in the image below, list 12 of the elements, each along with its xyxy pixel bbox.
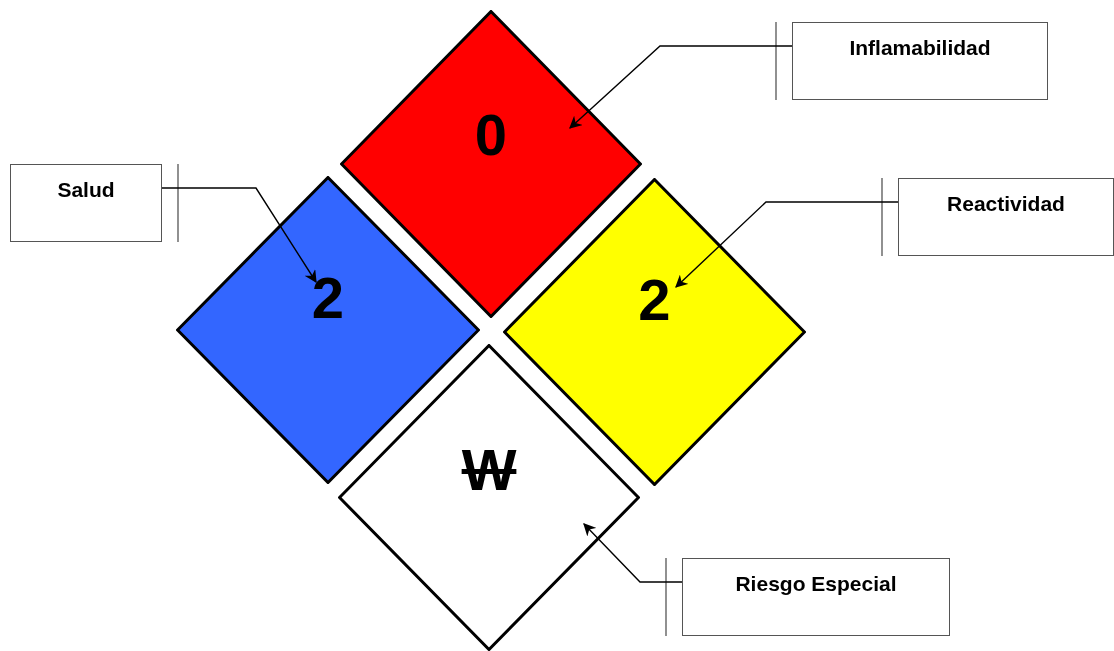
label-box: Inflamabilidad [792, 22, 1048, 100]
hazard-rating: 2 [311, 265, 345, 330]
hazard-rating: 2 [638, 267, 671, 332]
leader-arrow [583, 523, 683, 583]
label-box: Salud [10, 164, 162, 242]
label-box: Reactividad [898, 178, 1114, 256]
hazard-rating: W [461, 437, 517, 502]
hazard-rating: 0 [474, 102, 508, 167]
leader-arrow [675, 201, 899, 288]
leader-arrow [569, 45, 793, 129]
label-box: Riesgo Especial [682, 558, 950, 636]
leader-arrow [161, 187, 317, 284]
